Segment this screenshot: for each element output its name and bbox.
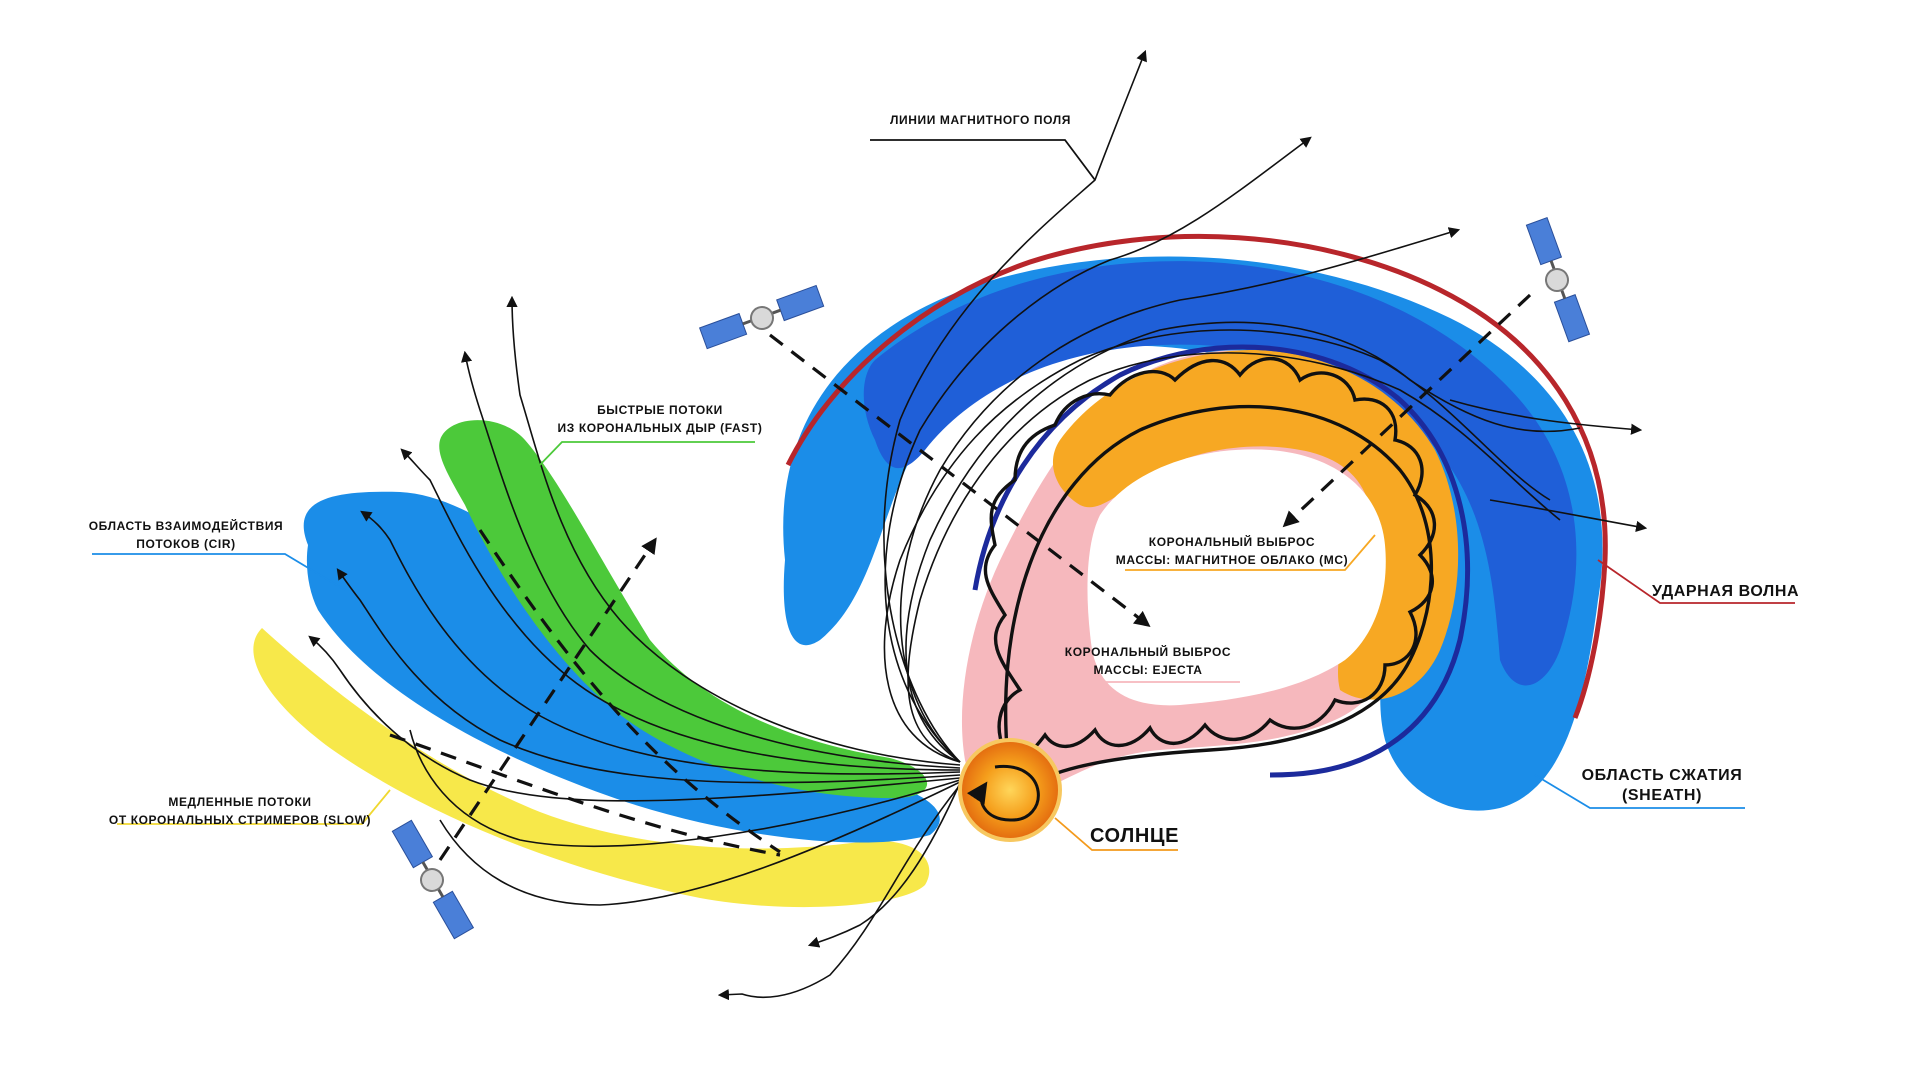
satellite-icon	[698, 284, 825, 350]
label-slow-line1: МЕДЛЕННЫЕ ПОТОКИ	[168, 795, 311, 809]
rotation-arrow-icon	[966, 765, 1040, 822]
leader-magnetic-field	[870, 139, 1096, 181]
label-sheath-line1: ОБЛАСТЬ СЖАТИЯ	[1582, 767, 1743, 784]
field-lines-left	[308, 295, 961, 1001]
label-mc-line2: МАССЫ: МАГНИТНОЕ ОБЛАКО (MC)	[1116, 553, 1348, 567]
slow-boundary-dashed	[389, 733, 781, 857]
fast-stream-region	[439, 420, 928, 799]
label-fast-line1: БЫСТРЫЕ ПОТОКИ	[597, 403, 723, 417]
leader-cir	[92, 553, 346, 591]
cloud-interior	[1087, 449, 1386, 706]
label-ejecta-line1: КОРОНАЛЬНЫЙ ВЫБРОС	[1065, 644, 1231, 659]
leader-sun	[1054, 817, 1178, 851]
leader-fast	[534, 441, 755, 471]
trajectory-bottom-left	[438, 537, 657, 861]
label-slow-line2: ОТ КОРОНАЛЬНЫХ СТРИМЕРОВ (SLOW)	[109, 813, 371, 827]
label-fast-line2: ИЗ КОРОНАЛЬНЫХ ДЫР (FAST)	[558, 421, 763, 435]
leader-mc	[1125, 534, 1376, 571]
slow-stream-region	[253, 628, 930, 908]
label-sun: СОЛНЦЕ	[1090, 825, 1179, 847]
satellite-icon	[1525, 216, 1591, 343]
label-mc-line1: КОРОНАЛЬНЫЙ ВЫБРОС	[1149, 534, 1315, 549]
label-sheath-line2: (SHEATH)	[1622, 787, 1702, 804]
trajectory-top-right	[1282, 293, 1532, 528]
shock-wave	[785, 233, 1608, 719]
label-cir-line1: ОБЛАСТЬ ВЗАИМОДЕЙСТВИЯ	[89, 518, 284, 533]
satellite-icon	[391, 819, 475, 940]
sun	[958, 738, 1062, 842]
field-line-right-out-1	[1449, 399, 1643, 435]
leader-sheath	[1534, 774, 1745, 809]
label-ejecta-line2: МАССЫ: EJECTA	[1093, 663, 1202, 677]
field-line-right-out-2	[1489, 499, 1648, 532]
label-magnetic-field-lines: ЛИНИИ МАГНИТНОГО ПОЛЯ	[890, 113, 1071, 127]
leader-slow	[117, 789, 391, 825]
sheath-region-dark	[863, 261, 1577, 686]
cme-boundary	[972, 344, 1470, 778]
flux-rope-axis	[1003, 404, 1434, 782]
cir-boundary-dashed	[478, 529, 781, 854]
label-cir-line2: ПОТОКОВ (CIR)	[136, 537, 235, 551]
leader-shock	[1597, 559, 1795, 604]
leader-ejecta	[1044, 654, 1240, 683]
label-shock-wave: УДАРНАЯ ВОЛНА	[1652, 583, 1799, 600]
